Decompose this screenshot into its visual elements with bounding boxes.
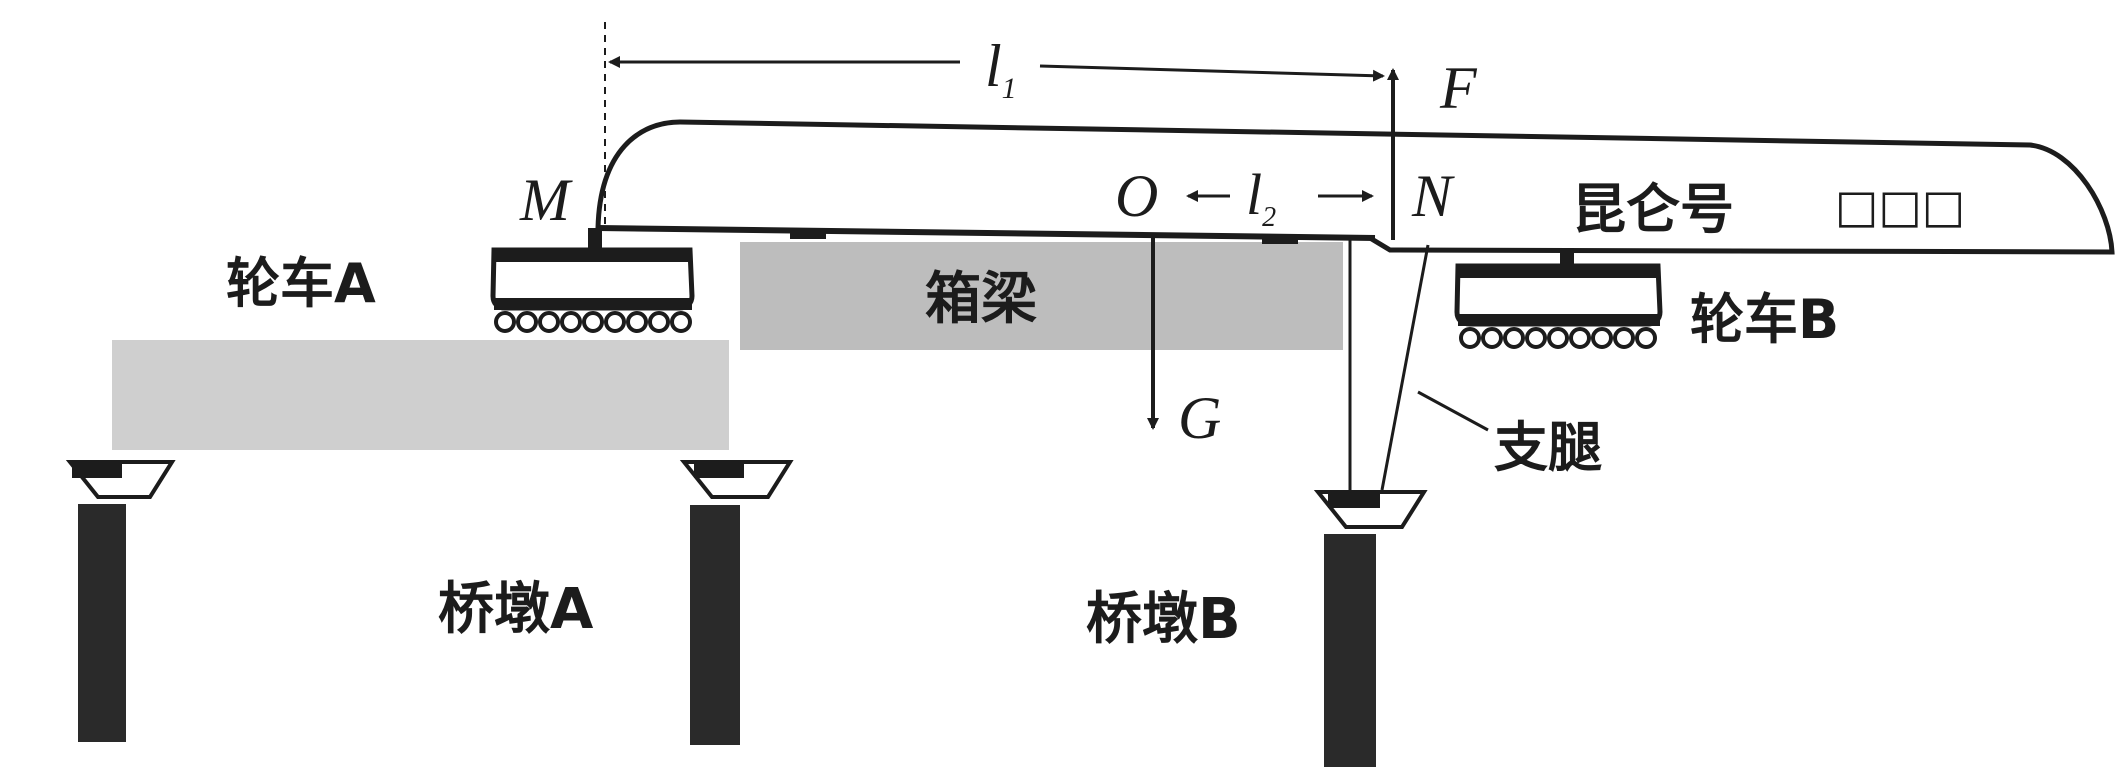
- wheel-cart-a-label: 轮车A: [226, 252, 376, 315]
- pier-a-right: [679, 460, 794, 745]
- l1-dimension-right: [1039, 64, 1385, 82]
- gravity-g-label: G: [1178, 385, 1221, 451]
- support-leg-pointer: [1417, 390, 1489, 432]
- force-f-label: F: [1439, 55, 1478, 121]
- machine-body: [595, 119, 2115, 255]
- train-name-label: 昆仑号: [1572, 178, 1734, 241]
- l1-label: l1: [985, 33, 1017, 105]
- box-girder: [740, 242, 1343, 350]
- wheel-cart-b-label: 轮车B: [1690, 288, 1839, 351]
- pier-a-left: [65, 460, 176, 742]
- box-girder-label: 箱梁: [925, 267, 1037, 332]
- train-marks: □□□: [1835, 179, 1965, 233]
- point-m-label: M: [519, 167, 573, 233]
- wheel-cart-b: [1454, 248, 1663, 349]
- pier-b: [1313, 490, 1428, 767]
- wheel-cart-a: [490, 228, 695, 333]
- machine-underside: [597, 225, 1376, 241]
- body-pad: [1262, 234, 1298, 244]
- point-o-label: O: [1115, 163, 1158, 229]
- support-leg-label: 支腿: [1494, 416, 1602, 479]
- support-leg-slanted: [1380, 244, 1430, 491]
- point-n-label: N: [1411, 163, 1455, 229]
- pier-b-label: 桥墩B: [1086, 587, 1241, 652]
- l2-label: l2: [1246, 162, 1276, 233]
- pier-a-label: 桥墩A: [438, 577, 594, 642]
- bridge-deck-a: [112, 340, 729, 450]
- body-pad: [790, 229, 826, 239]
